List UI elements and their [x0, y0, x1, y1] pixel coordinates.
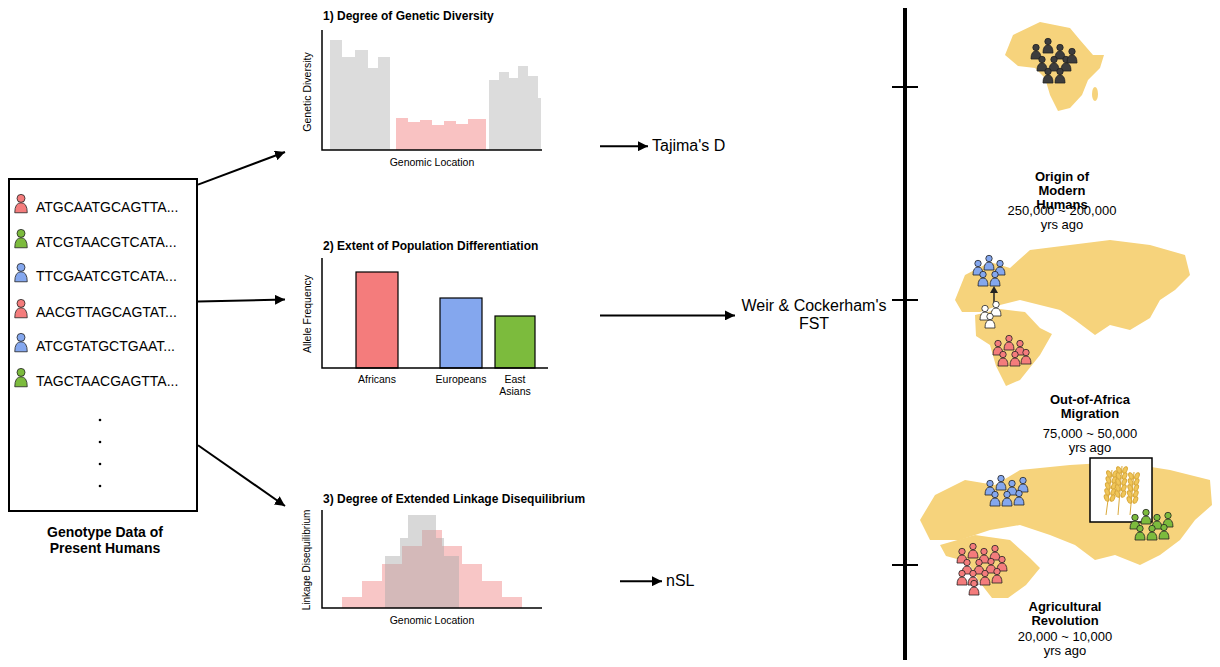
statistic-name: Tajima's D [652, 137, 725, 155]
chart-panel: 1) Degree of Genetic DiversityGenetic Di… [285, 5, 600, 180]
person-icon [1002, 491, 1012, 506]
person-icon [15, 229, 28, 247]
frequency-chart [322, 258, 548, 368]
flow-arrow [620, 580, 662, 582]
panel-title: 1) Degree of Genetic Diversity [323, 10, 494, 24]
axis-label: Allele Frequency [301, 275, 313, 353]
axis-label: East Asians [490, 373, 540, 397]
person-icon [980, 570, 990, 585]
axis-label: Africans [358, 373, 396, 385]
statistic-name: nSL [666, 572, 694, 590]
ld-chart [322, 510, 542, 608]
flow-arrow [198, 445, 285, 506]
axis-label: Genetic Diversity [301, 52, 313, 131]
flow-arrow [198, 300, 285, 302]
statistic-label: Tajima's D [648, 133, 729, 159]
person-icon [1043, 68, 1053, 83]
timeline [892, 8, 918, 660]
person-icon [1043, 38, 1053, 53]
flow-arrow [600, 314, 735, 316]
data-box: ATGCAATGCAGTTA... ATCGTAACGTCATA... TTCGAA… [8, 178, 198, 512]
person-icon [1067, 48, 1077, 63]
event-title: Agricultural Revolution [1018, 600, 1113, 628]
person-icon [968, 543, 978, 558]
person-icon [15, 368, 28, 386]
flow-arrow [198, 152, 285, 185]
person-icon [978, 271, 988, 286]
person-icon [957, 570, 967, 585]
person-icon [969, 580, 979, 595]
flow-arrow [600, 145, 648, 147]
axis-label: Genotype Data of Present Humans [38, 524, 173, 556]
dna-sequence: TTCGAATCGTCATA... [36, 268, 177, 284]
person-icon [15, 194, 28, 212]
person-icon [990, 491, 1000, 506]
panel-title: 2) Extent of Population Differentiation [323, 240, 538, 254]
person-icon [984, 255, 994, 270]
event-date: 250,000 ~ 200,000 yrs ago [1005, 204, 1120, 232]
panel-title: 3) Degree of Extended Linkage Disequilib… [323, 493, 585, 507]
africa-map [1005, 22, 1104, 111]
axis-label: Linkage Disequilibrium [301, 510, 313, 611]
chart-panel: 3) Degree of Extended Linkage Disequilib… [285, 488, 620, 638]
person-icon [15, 333, 28, 351]
diversity-chart [322, 30, 542, 150]
world-map [955, 240, 1190, 386]
person-icon [1159, 524, 1169, 539]
event-date: 75,000 ~ 50,000 yrs ago [1035, 427, 1145, 455]
dna-sequence: ATCGTATGCTGAAT... [36, 338, 175, 354]
dna-sequence: ATCGTAACGTCATA... [36, 234, 177, 250]
statistic-name: Weir & Cockerham's FST [739, 297, 889, 334]
ellipsis-dots [99, 419, 102, 488]
event-title: Out-of-Africa Migration [1040, 393, 1140, 421]
person-icon [15, 299, 28, 317]
person-icon [1055, 68, 1065, 83]
person-icon [1147, 525, 1157, 540]
event-date: 20,000 ~ 10,000 yrs ago [1010, 630, 1120, 658]
person-icon [1021, 349, 1031, 364]
person-icon [1049, 56, 1059, 71]
dna-sequence: AACGTTAGCAGTAT... [36, 304, 177, 320]
person-icon [990, 545, 1000, 560]
person-icon [990, 271, 1000, 286]
statistic-label: Weir & Cockerham's FST [735, 293, 893, 338]
person-icon [1031, 44, 1041, 59]
axis-label: Europeans [436, 373, 487, 385]
wheat-icon [1090, 458, 1152, 522]
person-icon [1037, 56, 1047, 71]
world-map [920, 462, 1212, 598]
statistic-label: nSL [662, 568, 698, 594]
dna-sequence: ATGCAATGCAGTTA... [36, 199, 178, 215]
person-icon [998, 351, 1008, 366]
person-icon [996, 475, 1006, 490]
person-icon [15, 263, 28, 281]
person-icon [991, 301, 1001, 316]
chart-panel: 2) Extent of Population DifferentiationA… [285, 235, 600, 405]
person-icon [992, 568, 1002, 583]
person-icon [985, 313, 995, 328]
person-icon [1055, 44, 1065, 59]
axis-label: Genomic Location [390, 614, 475, 626]
person-icon [1135, 525, 1145, 540]
dna-sequence: TAGCTAACGAGTTA... [36, 373, 178, 389]
person-icon [1018, 477, 1028, 492]
person-icon [1014, 490, 1024, 505]
person-icon [1004, 335, 1014, 350]
person-icon [1010, 351, 1020, 366]
axis-label: Genomic Location [390, 156, 475, 168]
person-icon [1141, 509, 1151, 524]
